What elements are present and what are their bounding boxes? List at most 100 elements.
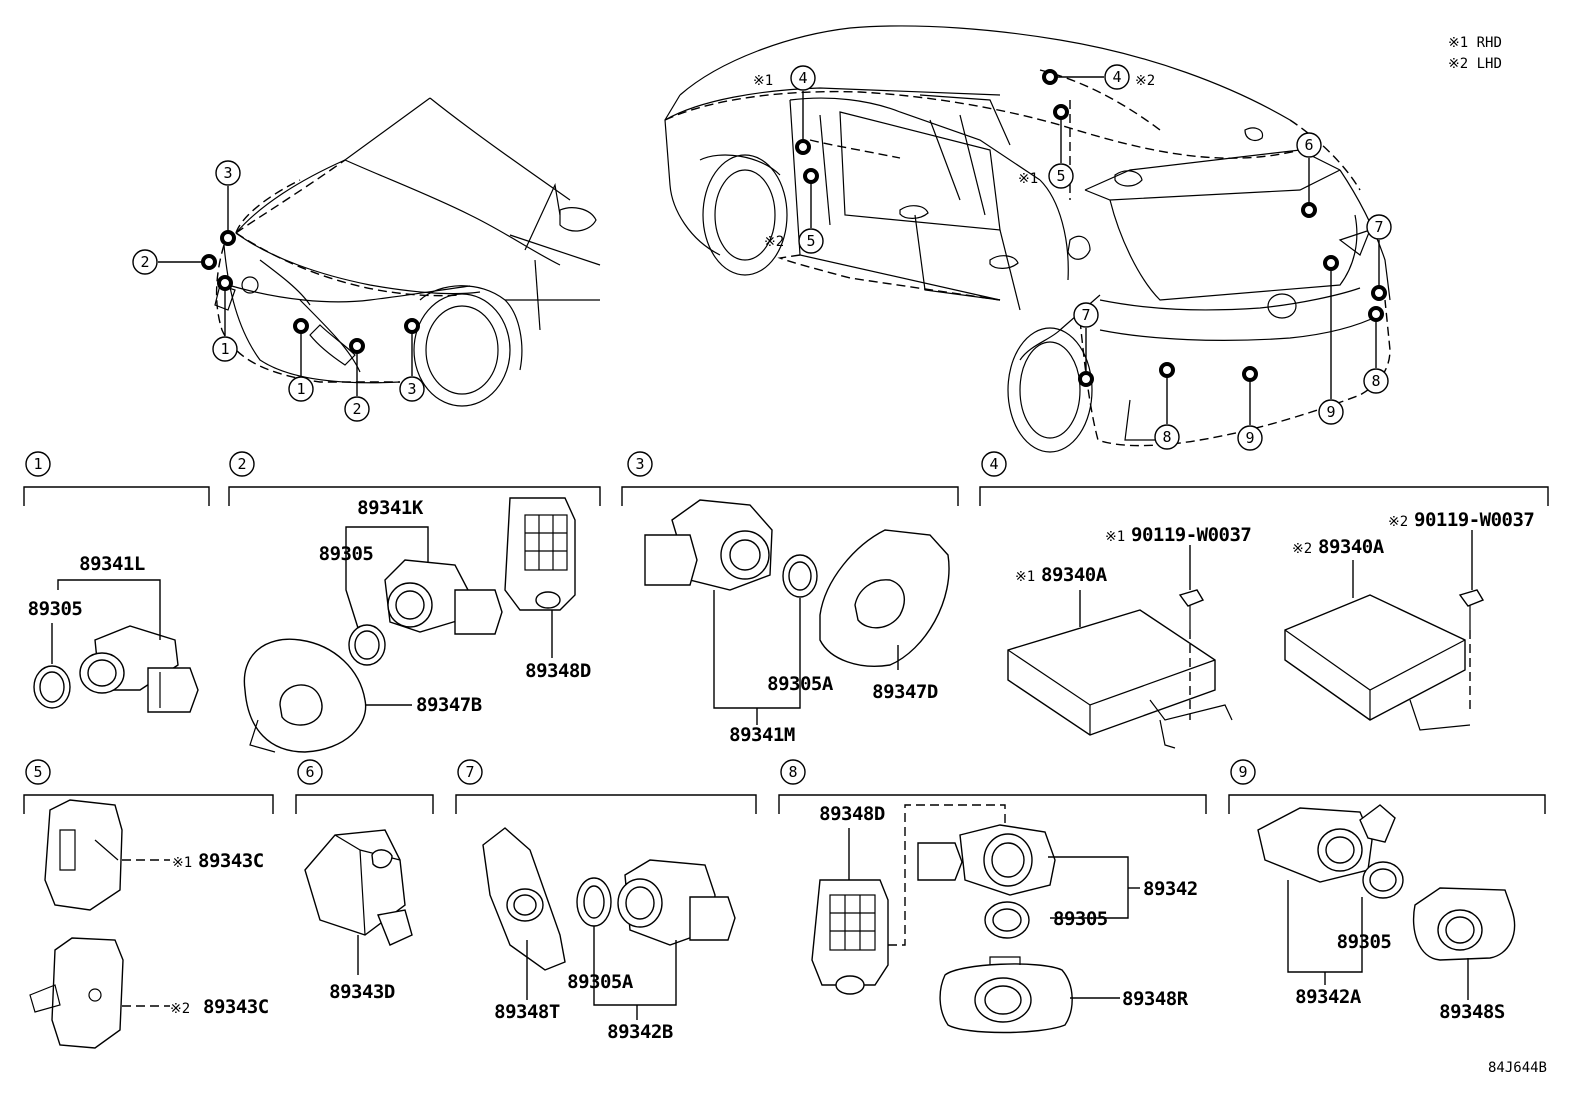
svg-text:※1: ※1 [172, 855, 192, 871]
callout-4-lhd: 4 [1104, 64, 1130, 90]
legend: ※1 RHD ※2 LHD [1448, 35, 1502, 72]
callout-8-right: 8 [1363, 368, 1389, 394]
label-89305-g2: 89305 [319, 543, 374, 565]
section-1: 1 89341L 89305 [23, 451, 210, 713]
svg-text:4: 4 [989, 455, 998, 473]
section-8: 8 89348 [778, 759, 1207, 1034]
sensor-89341L [79, 625, 199, 713]
sensor-89342B [617, 859, 736, 946]
rear-callouts: 4 5 4 5 6 7 8 7 8 9 9 [790, 64, 1392, 451]
svg-text:2: 2 [237, 455, 246, 473]
label-89348S: 89348S [1439, 1001, 1505, 1023]
bracket-89347D [819, 529, 950, 667]
sensor-89342 [917, 824, 1056, 896]
callout-3-top: 3 [215, 160, 241, 186]
sensor-89343C-lhd [29, 937, 124, 1049]
sensor-location [1159, 362, 1175, 378]
svg-text:5: 5 [1056, 167, 1065, 185]
callout-7-left: 7 [1073, 302, 1099, 328]
label-89348T: 89348T [494, 1001, 560, 1023]
callout-9-bottom: 9 [1237, 425, 1263, 451]
label-89305: 89305 [28, 598, 83, 620]
callout-8-bottom: 8 [1154, 424, 1180, 450]
svg-text:3: 3 [635, 455, 644, 473]
grommet-89305-g2 [348, 624, 386, 666]
sensor-location [1371, 285, 1387, 301]
label-ecu-rhd: 89340A [1041, 564, 1108, 586]
label-bolt-lhd: 90119-W0037 [1414, 509, 1534, 531]
diagram-code: 84J644B [1488, 1060, 1547, 1076]
label-89341K: 89341K [357, 497, 424, 519]
bolt-rhd [1178, 589, 1205, 630]
bracket-89348T [482, 827, 566, 971]
sensor-location [1053, 104, 1069, 120]
sensor-location [201, 254, 217, 270]
sensor-location [220, 230, 236, 246]
sensor-location [1078, 371, 1094, 387]
grommet-89305-g1 [33, 665, 71, 709]
svg-text:※2: ※2 [1135, 73, 1155, 89]
svg-text:※2: ※2 [170, 1001, 190, 1017]
sensor-location [217, 275, 233, 291]
sensor-location [293, 318, 309, 334]
bracket-89348D-g2 [504, 497, 576, 611]
callout-1-bottom: 1 [288, 376, 314, 402]
svg-text:※2: ※2 [1292, 541, 1312, 557]
label-89343C-lhd: 89343C [203, 996, 269, 1018]
sensor-location [404, 318, 420, 334]
grommet-89305-g9 [1362, 861, 1404, 899]
label-89341M: 89341M [729, 724, 795, 746]
svg-text:1: 1 [33, 455, 42, 473]
grommet-89305A-g3 [782, 554, 818, 598]
label-89305-g9: 89305 [1337, 931, 1392, 953]
sensor-location [1323, 255, 1339, 271]
svg-text:※1: ※1 [1015, 569, 1035, 585]
callout-4-rhd: 4 [790, 65, 816, 91]
svg-text:9: 9 [1326, 403, 1335, 421]
sensor-location [1042, 69, 1058, 85]
svg-text:8: 8 [1162, 428, 1171, 446]
bracket-89348S [1412, 887, 1516, 961]
label-89305A-g3: 89305A [767, 673, 834, 695]
legend-rhd: ※1 RHD [1448, 35, 1502, 51]
rear-callout-leaders [802, 76, 1380, 425]
label-89341L: 89341L [79, 553, 145, 575]
sensor-location [803, 168, 819, 184]
grommet-89305A-g7 [576, 877, 612, 927]
svg-text:4: 4 [1112, 68, 1121, 86]
grommet-89305-g8 [984, 901, 1030, 939]
callout-2-left: 2 [132, 249, 158, 275]
svg-text:※2: ※2 [764, 234, 784, 250]
label-89342A: 89342A [1295, 986, 1362, 1008]
section-7: 7 89348T 89305A 89342B [455, 759, 757, 1043]
label-bolt-rhd: 90119-W0037 [1131, 524, 1251, 546]
rear-marks: ※1 ※2 ※1 ※2 [753, 73, 1155, 250]
sensor-location [795, 139, 811, 155]
label-89305A-g7: 89305A [567, 971, 634, 993]
section-5: 5 ※1 89343C ※2 89343C [23, 759, 274, 1049]
bracket-89348R [939, 956, 1073, 1034]
label-89348R: 89348R [1122, 988, 1189, 1010]
legend-lhd: ※2 LHD [1448, 56, 1502, 72]
sensor-89343D [304, 829, 413, 946]
section-2: 2 89341K 89305 [228, 451, 601, 753]
label-89305-g8: 89305 [1053, 908, 1108, 930]
sensor-location [1301, 202, 1317, 218]
callout-5-right: 5 [1048, 163, 1074, 189]
sensor-location [1368, 306, 1384, 322]
section-9: 9 89305 89342A 89348S [1228, 759, 1546, 1023]
svg-text:7: 7 [465, 763, 474, 781]
label-89343D: 89343D [329, 981, 395, 1003]
callout-7-right: 7 [1366, 214, 1392, 240]
svg-text:2: 2 [352, 400, 361, 418]
front-callouts: 3 2 1 1 2 3 [132, 160, 425, 422]
svg-text:9: 9 [1238, 763, 1247, 781]
label-89348D-g8: 89348D [819, 803, 885, 825]
section-6: 6 89343D [295, 759, 434, 1003]
sensor-89341K [384, 559, 503, 635]
sensor-89341M [644, 499, 773, 591]
rear-sensor-dots [795, 69, 1387, 387]
svg-text:3: 3 [407, 380, 416, 398]
ecu-89340A-lhd [1284, 594, 1471, 731]
